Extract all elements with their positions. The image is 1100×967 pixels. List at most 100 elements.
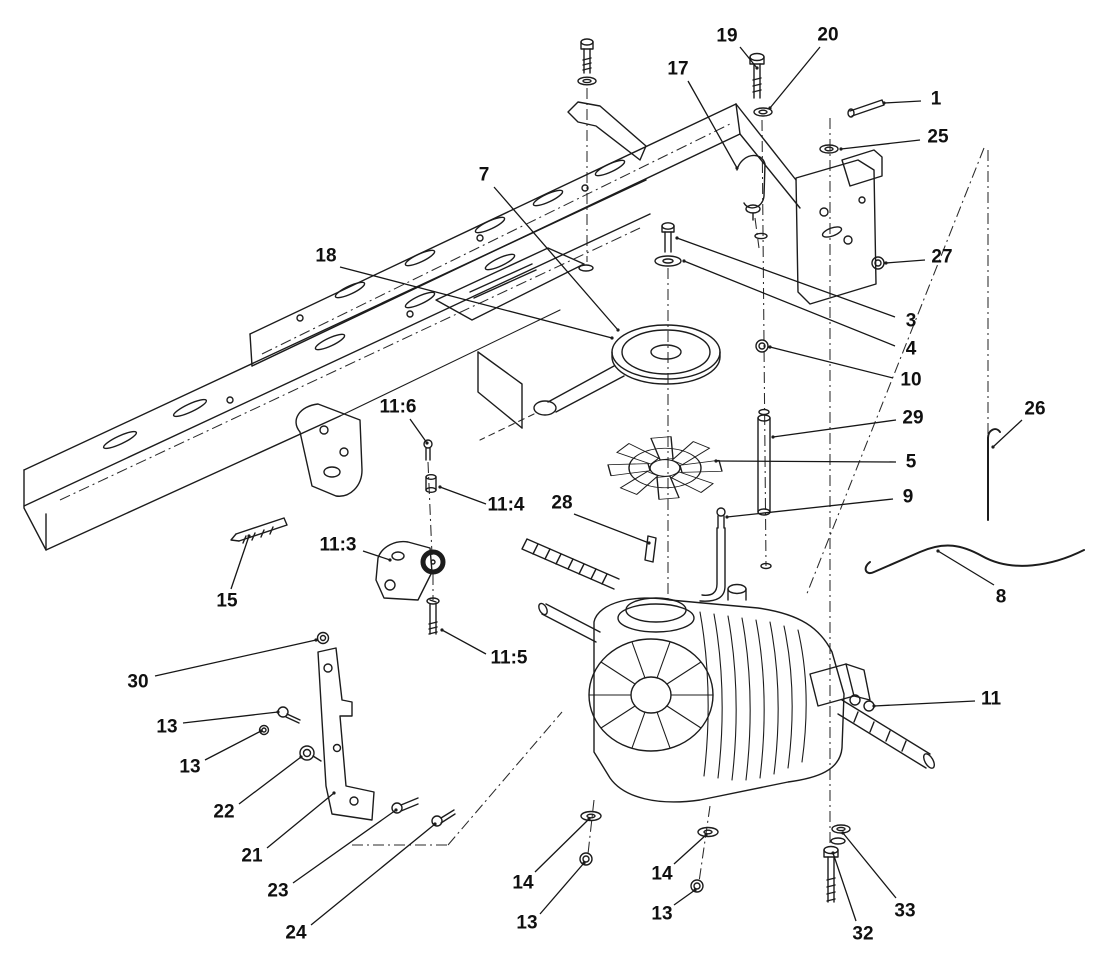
bolt-32 [823,845,839,903]
callout-dot-13 [693,888,697,892]
callout-label-8: 8 [996,587,1007,608]
callout-dot-3 [675,236,679,240]
callout-label-22: 22 [213,802,234,823]
callout-leader-21 [266,792,335,849]
callout-dot-29 [771,435,775,439]
input-pulley [611,324,721,385]
callout-label-20: 20 [817,25,838,46]
callout-label-19: 19 [716,26,737,47]
callout-label-29: 29 [902,408,923,429]
callout-label-33: 33 [894,901,915,922]
washer-33 [830,824,851,845]
callout-label-28: 28 [551,493,572,514]
callout-leader-27 [885,259,926,264]
callout-leader-9 [726,498,894,518]
callout-dot-11-4 [438,485,442,489]
callout-dot-7 [616,328,620,332]
callout-dot-28 [647,541,651,545]
brake-assembly [809,663,875,712]
vent-fitting-9 [699,507,726,602]
frame-cross-member [435,247,585,429]
callout-label-13: 13 [651,904,672,925]
callout-leader-3 [676,237,896,318]
callout-leader-22 [238,756,302,805]
callout-leader-14 [534,818,590,873]
callout-dot-25 [839,147,843,151]
splined-shaft [521,538,620,590]
callout-label-32: 32 [852,924,873,945]
callout-dot-20 [768,106,772,110]
callout-leader-13 [539,862,585,915]
callout-dot-22 [299,755,303,759]
callout-dot-11 [872,704,876,708]
callout-dot-18 [610,336,614,340]
spacer-29 [757,408,772,570]
callout-leader-17 [687,80,738,169]
callout-label-4: 4 [906,339,917,360]
callout-label-9: 9 [903,487,914,508]
callout-leader-10 [769,346,894,379]
washer-20 [753,107,773,240]
hanger-bolt [577,38,597,272]
callout-label-13: 13 [156,717,177,738]
callout-leader-32 [832,852,857,922]
cooling-fan [607,436,723,500]
callout-dot-8 [936,549,940,553]
nut-27 [871,256,885,270]
callout-label-21: 21 [241,846,263,867]
callout-leader-4 [683,260,896,347]
callout-leader-13 [204,730,262,761]
callout-dot-33 [841,831,845,835]
washer-25 [819,144,839,154]
bolt-11-5 [426,597,440,635]
callout-label-25: 25 [927,127,949,148]
callout-dot-17 [735,166,739,170]
callout-dot-4 [682,259,686,263]
callout-dot-15 [247,534,251,538]
bolt-11-6 [423,439,433,461]
control-rod-8 [864,544,1085,574]
callout-dot-1 [882,101,886,105]
callout-dot-32 [831,851,835,855]
callout-label-10: 10 [900,370,921,391]
nut-13-left [579,852,593,866]
callout-leader-11-4 [439,486,487,505]
callout-leader-28 [573,513,650,544]
callout-leader-5 [715,460,897,463]
callout-dot-10 [768,345,772,349]
callout-leader-11 [873,700,976,707]
pivot-bracket-11-3 [375,540,446,601]
control-rod-26 [987,428,1001,521]
callout-dot-26 [991,445,995,449]
callout-dot-24 [433,822,437,826]
callout-label-3: 3 [906,311,917,332]
callout-leader-23 [292,809,397,884]
callout-dot-13 [259,729,263,733]
mounting-bracket-21 [317,647,375,821]
callout-dot-14 [704,833,708,837]
callout-leader-11-5 [441,629,487,655]
frame-right-plate [795,149,883,305]
callout-leader-26 [992,419,1023,448]
callout-label-11-6: 11:6 [380,397,417,418]
callout-label-13: 13 [516,913,537,934]
drive-belt [479,365,625,441]
callout-leader-15 [230,535,250,590]
callout-label-18: 18 [315,246,336,267]
callout-dot-9 [725,515,729,519]
axle-shaft [538,602,935,769]
callout-leader-24 [310,823,436,926]
callout-dot-5 [714,459,718,463]
callout-label-11: 11 [981,689,1002,710]
mount-bolt-19 [749,52,765,99]
callout-label-14: 14 [512,873,534,894]
callout-dot-13 [276,710,280,714]
callout-label-11-5: 11:5 [491,648,528,669]
callout-dot-11-5 [440,628,444,632]
spring-pin-15 [230,517,288,544]
callout-label-23: 23 [267,881,288,902]
callout-leader-14 [673,834,707,865]
washer-14-right [697,826,719,838]
